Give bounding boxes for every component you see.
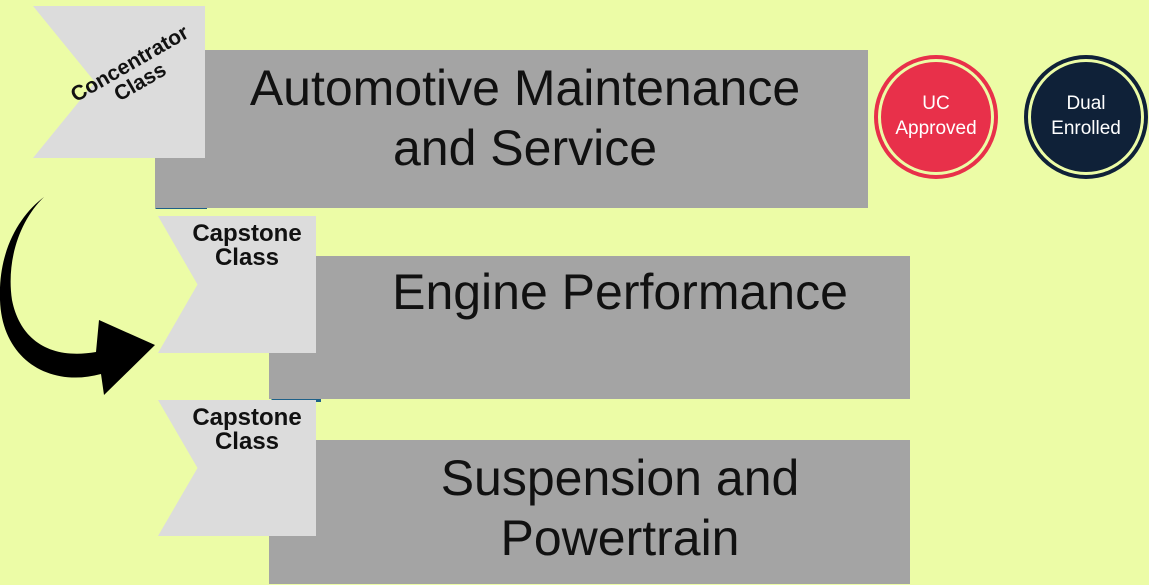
course-title-3: Suspension and Powertrain: [440, 450, 800, 566]
uc-approved-badge: UC Approved: [874, 55, 998, 179]
course-banner-3: [269, 440, 910, 584]
course-banner-2: [269, 256, 910, 399]
course-title-1: Automotive Maintenance and Service: [249, 60, 801, 176]
course-title-2: Engine Performance: [392, 264, 848, 320]
course-banner-1: [155, 50, 868, 208]
curved-arrow-icon: [0, 197, 155, 395]
dual-enrolled-badge: Dual Enrolled: [1024, 55, 1148, 179]
course-tag-label-3: Capstone Class: [192, 404, 302, 455]
course-tag-label-2: Capstone Class: [192, 220, 302, 271]
